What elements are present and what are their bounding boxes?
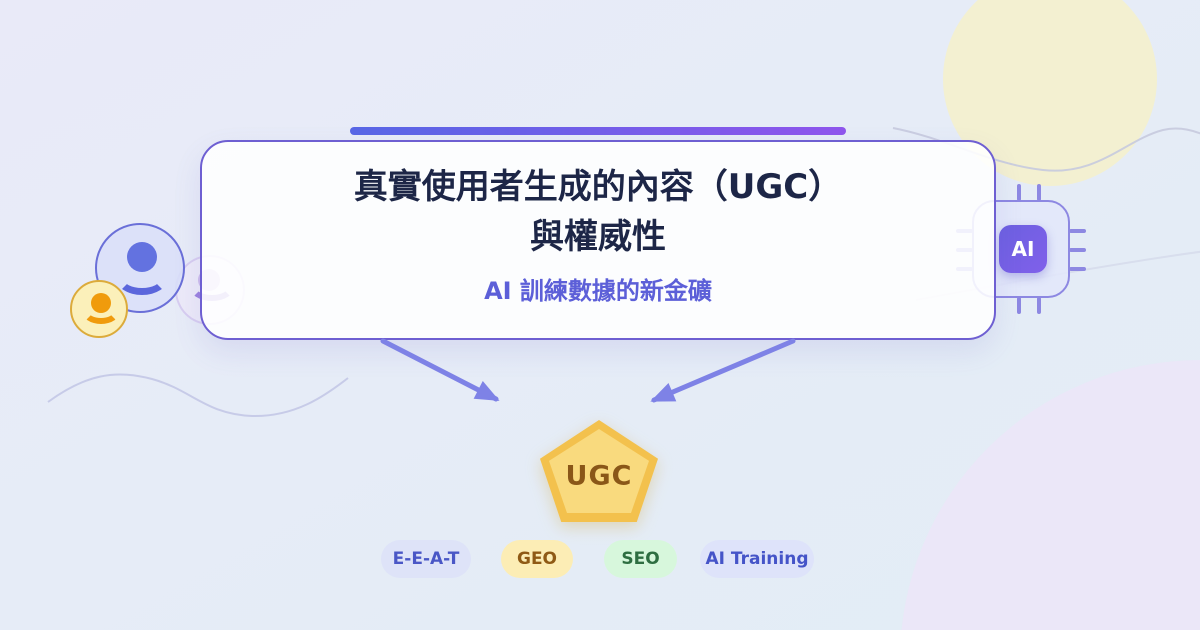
chip-pin: [1069, 267, 1086, 271]
ugc-pentagon-badge: UGC: [540, 420, 658, 522]
chip-pin: [1069, 248, 1086, 252]
user-avatar-icon-yellow: [70, 280, 128, 338]
badge-seo: SEO: [604, 540, 677, 578]
avatar-smile-icon: [116, 261, 168, 295]
chip-pin: [1069, 229, 1086, 233]
avatar-smile-icon: [82, 298, 120, 324]
badge-geo: GEO: [501, 540, 573, 578]
badge-eeat: E-E-A-T: [381, 540, 471, 578]
card-accent-bar: [350, 127, 846, 135]
card-title: 真實使用者生成的內容（UGC） 與權威性: [354, 162, 842, 262]
card-title-line2: 與權威性: [530, 217, 666, 257]
card-title-line1: 真實使用者生成的內容（UGC）: [353, 167, 843, 207]
card-subtitle: AI 訓練數據的新金礦: [484, 277, 712, 305]
pentagon-label: UGC: [565, 460, 633, 492]
arrow-right: [650, 338, 796, 403]
title-card: 真實使用者生成的內容（UGC） 與權威性 AI 訓練數據的新金礦: [200, 140, 996, 340]
chip-label: AI: [999, 225, 1047, 273]
arrow-left: [380, 338, 500, 402]
chip-pin: [1017, 184, 1021, 201]
chip-pin: [1037, 184, 1041, 201]
chip-pin: [1017, 297, 1021, 314]
badge-ai-training: AI Training: [700, 540, 814, 578]
wave-bottom-left: [47, 373, 349, 418]
chip-pin: [1037, 297, 1041, 314]
